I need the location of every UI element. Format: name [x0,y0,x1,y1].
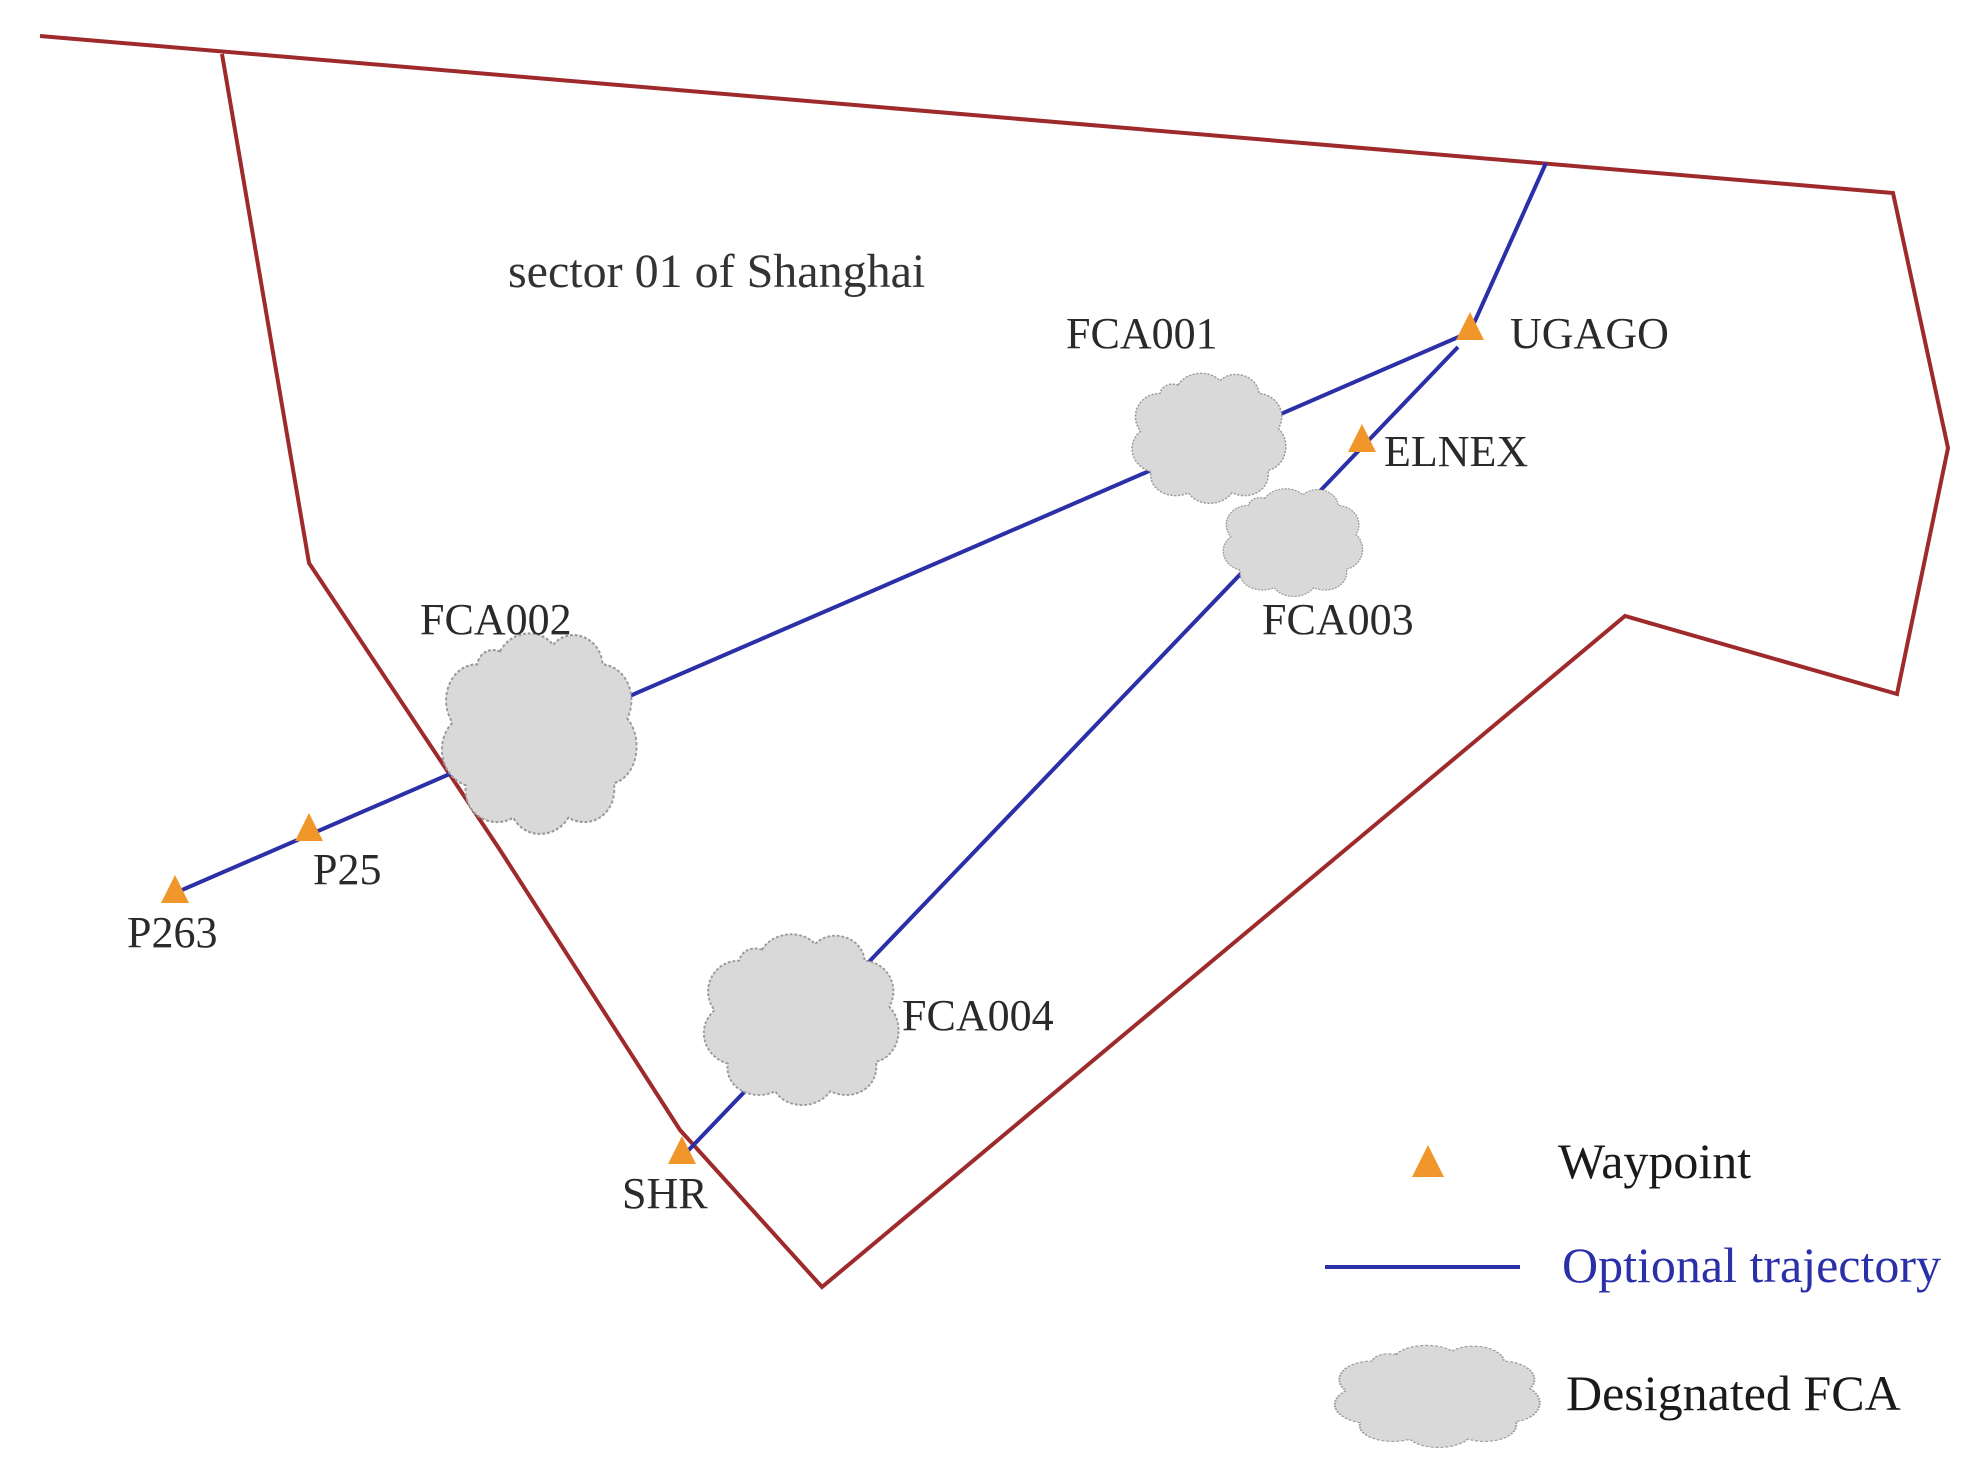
fca-002-cloud [440,632,638,835]
trajectory-ugago-north [1468,162,1548,333]
waypoint-p263-icon [161,875,189,903]
waypoint-elnex-icon [1348,424,1376,452]
legend-trajectory-label: Optional trajectory [1562,1237,1941,1293]
legend-fca-label: Designated FCA [1566,1365,1901,1421]
waypoint-label-elnex: ELNEX [1384,427,1528,476]
waypoint-ugago-icon [1456,312,1484,340]
waypoint-shr-icon [668,1136,696,1164]
waypoint-markers [161,312,1484,1164]
fca-label-003: FCA003 [1262,595,1414,644]
fca-label-004: FCA004 [902,991,1054,1040]
waypoint-label-p263: P263 [127,908,217,957]
waypoint-label-p25: P25 [313,845,381,894]
legend: Waypoint Optional trajectory Designated … [1325,1133,1941,1449]
fca-001-cloud [1131,372,1287,505]
legend-cloud-icon [1333,1344,1541,1449]
legend-waypoint-label: Waypoint [1558,1133,1751,1189]
fca-label-002: FCA002 [420,595,572,644]
fca-003-cloud [1222,488,1364,598]
legend-waypoint-icon [1412,1145,1444,1177]
waypoint-label-shr: SHR [622,1169,708,1218]
fca-label-001: FCA001 [1066,309,1218,358]
sector-boundary [39,34,1951,1290]
waypoint-label-ugago: UGAGO [1510,309,1669,358]
sector-label: sector 01 of Shanghai [508,245,925,298]
waypoint-p25-icon [295,813,323,841]
